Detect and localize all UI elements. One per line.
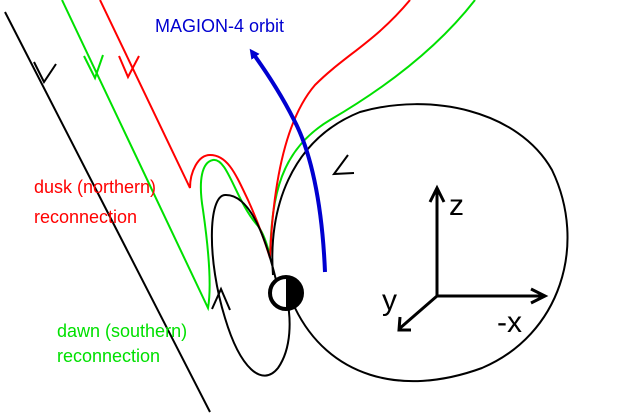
coordinate-axes — [397, 184, 549, 332]
x-axis-arrowhead — [530, 287, 549, 305]
dusk-label-line1: dusk (northern) — [34, 177, 156, 197]
x-axis-label: -x — [497, 306, 522, 339]
closed-loop-left-arrow — [211, 286, 231, 311]
closed-loop-left — [210, 193, 291, 377]
y-axis-label: y — [382, 284, 397, 317]
dusk-field-line-arrow — [118, 55, 140, 80]
z-axis-arrowhead — [428, 184, 446, 203]
closed-loop-right — [271, 103, 569, 383]
y-axis-arrowhead — [397, 316, 411, 332]
z-axis-label: z — [449, 189, 464, 222]
y-axis — [398, 294, 438, 331]
dusk-label-line2: reconnection — [34, 207, 137, 227]
dawn-label-line1: dawn (southern) — [57, 321, 187, 341]
dusk-field-line-right — [269, 0, 411, 259]
dawn-label-line2: reconnection — [57, 346, 160, 366]
dawn-field-line-arrow — [83, 54, 104, 81]
earth-icon — [268, 275, 304, 311]
closed-loop-right-arrow — [331, 154, 355, 176]
imf-direction-arrow — [33, 61, 57, 84]
magion-orbit-line — [249, 48, 327, 273]
dawn-field-line-left — [61, 0, 271, 312]
orbit-label: MAGION-4 orbit — [155, 16, 284, 36]
imf-field-line — [4, 11, 211, 413]
